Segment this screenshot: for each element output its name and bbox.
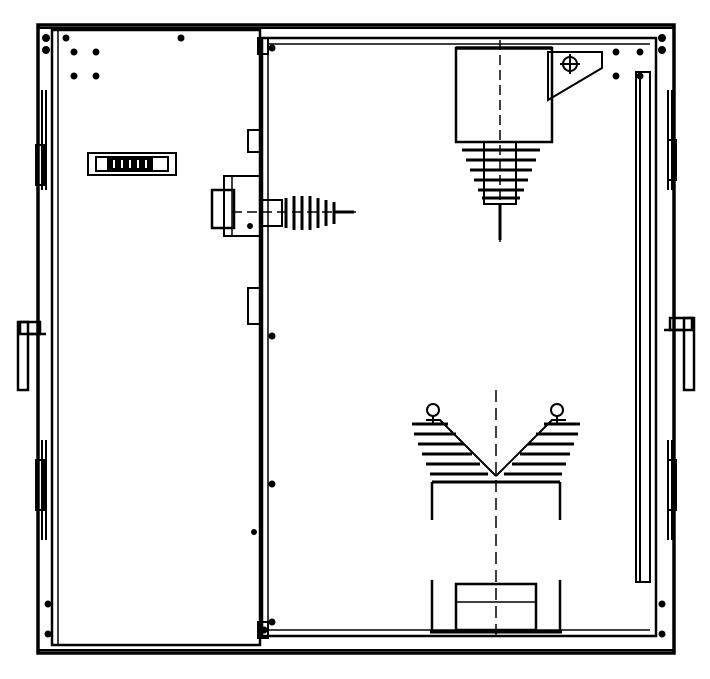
top-insulator-bushing [454, 40, 554, 242]
cabinet-frame [36, 23, 676, 655]
door-window [87, 152, 177, 176]
interior-compartment [260, 36, 658, 638]
right-rail [635, 71, 651, 583]
fasteners [42, 34, 666, 638]
side-handle-right [664, 316, 696, 392]
left-side-edge [35, 90, 47, 540]
side-handle-left [16, 320, 46, 392]
top-bracket [547, 51, 603, 102]
door-hinge [247, 37, 269, 639]
transformer-unit [412, 390, 580, 640]
right-side-edge [667, 90, 677, 540]
left-door [50, 28, 262, 647]
side-bushing-insulator [210, 175, 356, 237]
